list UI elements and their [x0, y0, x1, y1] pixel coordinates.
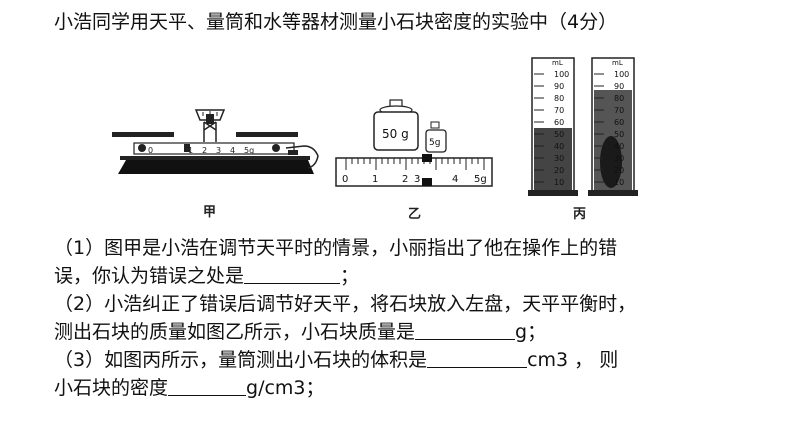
- cylinder-tick-label: 70: [614, 106, 624, 115]
- cylinder-tick-label: 10: [614, 178, 624, 187]
- cylinder-left-unit: mL: [552, 59, 563, 67]
- question-3-density-prompt: 小石块的密度: [54, 377, 169, 399]
- question-2-line-2: 测出石块的质量如图乙所示，小石块质量是 g；: [54, 320, 546, 344]
- cylinder-left-water: [534, 128, 572, 190]
- question-3-prompt: （3）如图丙所示，量筒测出小石块的体积是: [54, 349, 428, 371]
- beam-tick-4: 4: [230, 146, 235, 155]
- answer-blank-1[interactable]: [244, 265, 341, 284]
- question-1-line-1: （1）图甲是小浩在调节天平时的情景，小丽指出了他在操作上的错: [54, 237, 618, 259]
- figure-yi-weights-scale: 50 g 5g 0 1 2 3 4 5g: [335, 99, 493, 187]
- cylinder-tick-label: 40: [554, 142, 564, 151]
- beam-tick-3: 3: [216, 146, 221, 155]
- beam-tick-2: 2: [202, 146, 207, 155]
- question-1-line-2: 误，你认为错误之处是 ；: [54, 264, 359, 288]
- weight-50g: [373, 111, 419, 151]
- right-pan: [236, 132, 298, 137]
- question-3-unit: cm3 ， 则: [527, 349, 619, 371]
- figure-bing-cylinders: mL mL 100 90 80 70 60 50 40 30 20 10 100 90 80 70 60 5…: [528, 57, 638, 196]
- cylinder-tick-label: 60: [554, 118, 564, 127]
- beam-tick-0: 0: [148, 146, 153, 155]
- cylinder-tick-label: 50: [554, 130, 564, 139]
- cylinder-tick-label: 20: [554, 166, 564, 175]
- figure-jia-balance: 0 1 2 3 4 5g: [112, 109, 319, 174]
- cylinder-tick-label: 100: [554, 70, 569, 79]
- question-3-density-unit: g/cm3；: [246, 377, 325, 399]
- question-title: 小浩同学用天平、量筒和水等器材测量小石块密度的实验中（4分）: [54, 11, 618, 33]
- answer-blank-mass[interactable]: [415, 321, 516, 340]
- cylinder-tick-label: 10: [554, 178, 564, 187]
- question-3-line-1: （3）如图丙所示，量筒测出小石块的体积是 cm3 ， 则: [54, 348, 618, 372]
- answer-blank-density[interactable]: [168, 377, 247, 396]
- rider: [422, 154, 432, 162]
- figure-yi-label: 乙: [408, 207, 422, 222]
- question-2-unit: g；: [515, 321, 547, 343]
- balance-base: [118, 160, 314, 174]
- question-3-line-2: 小石块的密度 g/cm3；: [54, 376, 325, 400]
- question-1-end: ；: [340, 265, 360, 287]
- cylinder-tick-label: 80: [614, 94, 624, 103]
- cylinder-tick-label: 100: [614, 70, 629, 79]
- beam-tick-1: 1: [188, 146, 193, 155]
- scale-tick-2: 2: [402, 174, 408, 185]
- cylinder-tick-label: 80: [554, 94, 564, 103]
- left-pan: [112, 132, 174, 137]
- cylinder-tick-label: 90: [614, 82, 624, 91]
- scale-tick-1: 1: [372, 174, 378, 185]
- cylinder-tick-label: 30: [614, 154, 624, 163]
- answer-blank-volume[interactable]: [427, 349, 528, 368]
- weight-5g: [425, 129, 447, 153]
- question-2-line-1: （2）小浩纠正了错误后调节好天平，将石块放入左盘，天平平衡时，: [54, 293, 637, 315]
- beam-tick-5: 5g: [244, 146, 254, 155]
- cylinder-tick-label: 30: [554, 154, 564, 163]
- stone: [600, 136, 622, 188]
- figure-bing-label: 丙: [573, 207, 587, 222]
- question-2-prompt: 测出石块的质量如图乙所示，小石块质量是: [54, 321, 416, 343]
- question-1-prompt: 误，你认为错误之处是: [54, 265, 245, 287]
- scale-tick-3: 3: [414, 174, 420, 185]
- cylinder-right-unit: mL: [612, 59, 623, 67]
- scale-tick-5: 5g: [474, 174, 487, 185]
- cylinder-tick-label: 40: [614, 142, 624, 151]
- cylinder-tick-label: 90: [554, 82, 564, 91]
- scale-tick-4: 4: [452, 174, 458, 185]
- figure-jia-label: 甲: [203, 205, 217, 220]
- hand: [285, 145, 319, 169]
- cylinder-tick-label: 70: [554, 106, 564, 115]
- cylinder-tick-label: 60: [614, 118, 624, 127]
- balance-pillar: [203, 121, 217, 142]
- weight-50g-label: 50 g: [382, 127, 409, 141]
- cylinder-tick-label: 20: [614, 166, 624, 175]
- weight-5g-label: 5g: [429, 138, 440, 148]
- beam: [133, 142, 295, 155]
- cylinder-tick-label: 50: [614, 130, 624, 139]
- scale-tick-0: 0: [342, 174, 348, 185]
